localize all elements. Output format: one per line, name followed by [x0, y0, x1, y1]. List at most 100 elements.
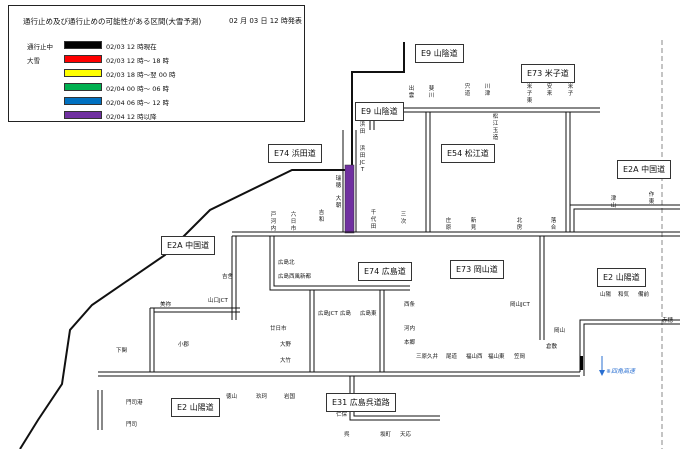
- road-e74-hamada: [342, 130, 357, 232]
- road-e73-okayama: [539, 236, 545, 340]
- legend-row: 通行止中 02/03 12 時現在: [9, 40, 299, 52]
- ic-label: 門司: [126, 422, 138, 428]
- coastline: [19, 42, 405, 449]
- road-hiroshima-loop: [309, 290, 385, 372]
- ic-label: 六日市: [290, 212, 297, 232]
- road-label-e2a: E2A 中国道: [161, 236, 216, 255]
- ic-label: 徳山: [226, 394, 238, 400]
- legend-date: 02 月 03 日 12 時発表: [229, 17, 302, 25]
- closed-marker: [580, 356, 583, 370]
- ic-label: 吉和: [318, 210, 325, 223]
- legend-text: 02/03 12 時〜 18 時: [106, 57, 170, 65]
- legend-swatch: [64, 111, 102, 119]
- snow-segment-purple: [344, 164, 355, 234]
- ic-label: 広島東: [360, 311, 377, 317]
- ic-label: 斐川: [428, 86, 435, 99]
- ic-label: 岩国: [284, 394, 296, 400]
- ic-label: 吉舎: [222, 274, 234, 280]
- road-e74-hiroshima: [269, 236, 410, 291]
- road-label-e73: E73 米子道: [521, 64, 575, 83]
- ic-label: 瑞穂: [335, 176, 342, 189]
- ic-label: 三次: [400, 212, 407, 225]
- ic-label: 川津: [484, 84, 491, 97]
- ic-label: 大朝: [335, 196, 342, 209]
- ic-label: 山陽: [600, 292, 612, 298]
- road-label-e31: E31 広島呉道路: [326, 393, 396, 412]
- ic-label: 備前: [638, 292, 650, 298]
- legend-title: 通行止め及び通行止めの可能性がある区間(大雪予測): [23, 17, 202, 26]
- legend-row: 02/03 18 時〜翌 00 時: [9, 68, 299, 80]
- legend-swatch: [64, 55, 102, 63]
- ic-label: 三原久井: [416, 354, 439, 360]
- ic-label: 北房: [516, 218, 523, 231]
- legend-text: 02/03 18 時〜翌 00 時: [106, 71, 176, 79]
- ic-label: 広島JCT: [318, 311, 338, 317]
- ic-label: 岡山: [554, 328, 566, 334]
- legend-category: 大雪: [27, 57, 40, 65]
- ic-label: 福山東: [488, 354, 505, 360]
- ic-label: 呉: [344, 432, 350, 438]
- legend-swatch: [64, 69, 102, 77]
- legend-swatch: [64, 83, 102, 91]
- ic-label: 和気: [618, 292, 630, 298]
- ic-label: 戸河内: [270, 212, 277, 232]
- road-e54: [425, 112, 431, 232]
- road-label-e74: E74 浜田道: [268, 144, 322, 163]
- ic-label: 宍道: [464, 84, 471, 97]
- ic-label: 河内: [404, 326, 416, 332]
- route-note: ※四角高速: [606, 368, 636, 375]
- ic-label: 松江玉造: [492, 114, 499, 141]
- ic-label: 作東: [648, 192, 655, 205]
- road-label-e9: E9 山陰道: [415, 44, 464, 63]
- ic-label: 倉敷: [546, 344, 558, 350]
- ic-label: 浜田: [359, 122, 366, 135]
- road-label-e54: E54 松江道: [441, 144, 495, 163]
- legend-swatch: [64, 41, 102, 49]
- legend-text: 02/04 00 時〜 06 時: [106, 85, 170, 93]
- ic-label: 下関: [116, 348, 128, 354]
- road-e31: [349, 376, 440, 421]
- ic-label: 米子: [567, 84, 574, 97]
- legend-row: 02/04 00 時〜 06 時: [9, 82, 299, 94]
- road-e2: [130, 307, 680, 377]
- ic-label: 浜田JCT: [359, 146, 366, 173]
- road-e2a: [231, 204, 680, 320]
- legend-category: 通行止中: [27, 43, 53, 51]
- legend-row: 02/04 12 時以降: [9, 110, 299, 122]
- ic-label: 新見: [470, 218, 477, 231]
- ic-label: 本郷: [404, 340, 416, 346]
- ic-label: 西条: [404, 302, 416, 308]
- ic-label: 赤穂: [662, 318, 674, 324]
- ic-label: 笠岡: [514, 354, 526, 360]
- ic-label: 岡山JCT: [510, 302, 530, 308]
- road-label-e2: E2 山陽道: [597, 268, 646, 287]
- ic-label: 出雲: [408, 86, 415, 99]
- legend-text: 02/04 06 時〜 12 時: [106, 99, 170, 107]
- ic-label: 小郡: [178, 342, 190, 348]
- ic-label: 尾道: [446, 354, 458, 360]
- ic-label: 落合: [550, 218, 557, 231]
- road-label-e9: E9 山陰道: [355, 102, 404, 121]
- ic-label: 天応: [400, 432, 412, 438]
- road-e73-yonago: [565, 112, 571, 232]
- ic-label: 庄原: [445, 218, 452, 231]
- road-west-stub: [97, 371, 130, 430]
- road-label-e73: E73 岡山道: [450, 260, 504, 279]
- ic-label: 山口JCT: [208, 298, 228, 304]
- ic-label: 安来: [546, 84, 553, 97]
- ic-label: 坂町: [380, 432, 392, 438]
- ic-label: 広島: [340, 311, 352, 317]
- ic-label: 大野: [280, 342, 292, 348]
- ic-label: 広島西風新都: [278, 274, 312, 280]
- ic-label: 仁保: [336, 412, 348, 418]
- legend-swatch: [64, 97, 102, 105]
- ic-label: 広島北: [278, 260, 295, 266]
- ic-label: 廿日市: [270, 326, 287, 332]
- ic-label: 米子東: [526, 84, 533, 104]
- ic-label: 津山: [610, 196, 617, 209]
- road-label-e74: E74 広島道: [358, 262, 412, 281]
- legend-row: 02/04 06 時〜 12 時: [9, 96, 299, 108]
- ic-label: 玖珂: [256, 394, 268, 400]
- legend-text: 02/04 12 時以降: [106, 113, 157, 121]
